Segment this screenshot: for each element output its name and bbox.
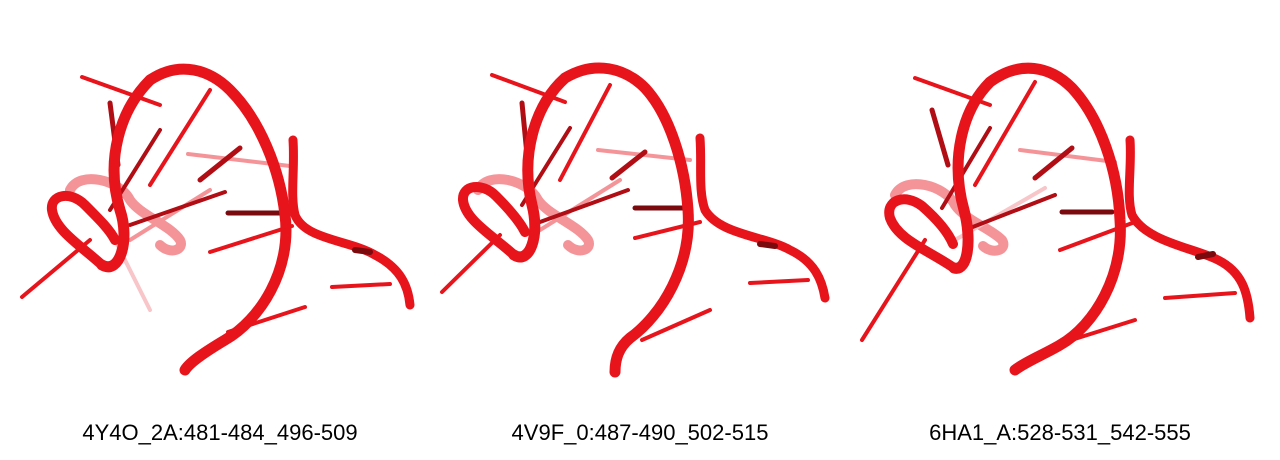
rna-structure-image [20,63,415,376]
structure-panel-1: 4Y4O_2A:481-484_496-509 [10,0,430,460]
structure-label: 4V9F_0:487-490_502-515 [511,420,769,445]
rna-structure-image [440,62,830,378]
structure-panel-2: 4V9F_0:487-490_502-515 [430,0,850,460]
structure-label: 6HA1_A:528-531_542-555 [929,420,1191,445]
structure-panel-3: 6HA1_A:528-531_542-555 [850,0,1270,460]
rna-structure-image [860,62,1255,376]
structure-label: 4Y4O_2A:481-484_496-509 [82,420,358,445]
